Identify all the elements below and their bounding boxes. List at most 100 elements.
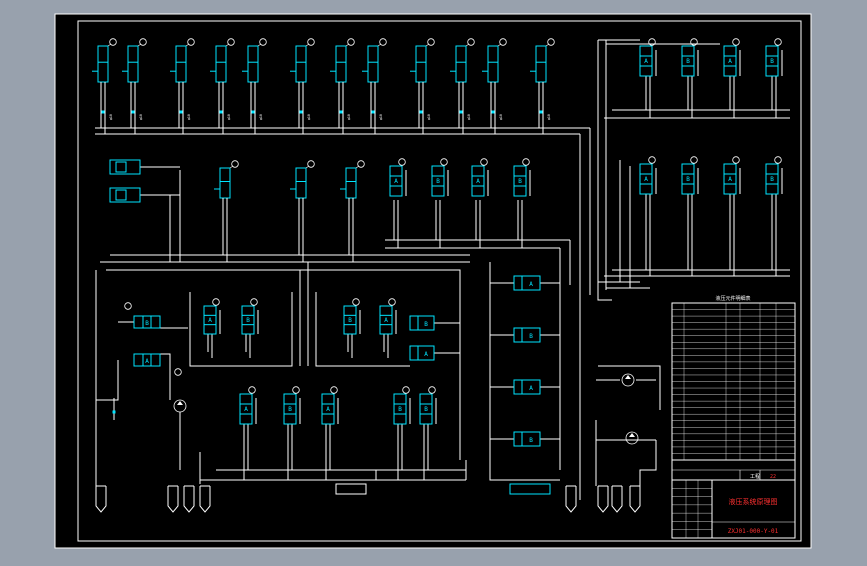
valve-label: A xyxy=(145,358,149,365)
callout-circle xyxy=(259,38,267,46)
tank-outline xyxy=(183,486,195,513)
callout-leader xyxy=(305,43,310,47)
cylinder-body xyxy=(535,45,547,83)
filter-tank xyxy=(597,485,609,513)
valve-body xyxy=(241,305,255,335)
valve-body xyxy=(203,305,217,335)
callout-circle xyxy=(690,156,698,164)
valve-label: B xyxy=(246,317,250,324)
pipe-tag: φ10 xyxy=(109,114,113,120)
hydraulic-cylinder xyxy=(242,38,267,92)
cylinder-body xyxy=(345,167,357,199)
callout-circle xyxy=(774,38,782,46)
valve-label: B xyxy=(424,406,428,413)
tank-outline xyxy=(95,486,107,513)
valve-label: A xyxy=(326,406,330,413)
valve-body xyxy=(723,163,737,195)
pump-arrow xyxy=(629,433,635,437)
valve-label: B xyxy=(770,58,774,65)
valve-label: B xyxy=(529,333,533,340)
tank-outline xyxy=(565,486,577,513)
callout-circle xyxy=(427,38,435,46)
filter xyxy=(112,410,116,414)
hydraulic-cylinder xyxy=(330,38,355,92)
valve-label: B xyxy=(436,178,440,185)
callout-circle xyxy=(231,160,239,168)
sub-frame-left xyxy=(189,292,293,367)
hydraulic-cylinder xyxy=(362,38,387,92)
title-cell: 工程 xyxy=(750,473,760,480)
directional-valve: A xyxy=(239,386,257,425)
fitting xyxy=(491,110,495,114)
valve-label: B xyxy=(288,406,292,413)
fitting xyxy=(251,110,255,114)
pump-symbol xyxy=(621,373,635,387)
scale-cell: 22 xyxy=(770,474,776,480)
valve-body xyxy=(513,275,541,291)
actuator-cylinders xyxy=(92,38,555,208)
valve-body xyxy=(431,165,445,197)
cylinder-body xyxy=(175,45,187,83)
valve-label: A xyxy=(529,281,533,288)
valve-label: A xyxy=(394,178,398,185)
horizontal-valve: A xyxy=(133,353,161,367)
drawing-sheet xyxy=(54,13,812,549)
column-valve: A xyxy=(513,275,541,291)
valve-label: B xyxy=(686,176,690,183)
valve-body xyxy=(639,163,653,195)
valve-label: A xyxy=(208,317,212,324)
filter-tank xyxy=(565,485,577,513)
tank-outline xyxy=(629,486,641,513)
fitting xyxy=(179,110,183,114)
hydraulic-cylinder xyxy=(410,38,435,92)
hydraulic-cylinder xyxy=(290,38,315,92)
callout-circle xyxy=(648,156,656,164)
directional-valve: B xyxy=(393,386,411,425)
column-valve: B xyxy=(513,431,541,447)
fitting xyxy=(459,110,463,114)
valve-label: B xyxy=(145,320,149,327)
valve-label: B xyxy=(518,178,522,185)
hydraulic-cylinder xyxy=(290,160,315,208)
valve-body xyxy=(513,327,541,343)
cylinder-body xyxy=(219,167,231,199)
callout-leader xyxy=(185,43,190,47)
pump-arrow xyxy=(177,401,183,405)
callout-circle xyxy=(690,38,698,46)
callout-circle xyxy=(774,156,782,164)
callout-circle xyxy=(732,38,740,46)
valve-body xyxy=(639,45,653,77)
hydraulic-cylinder xyxy=(170,38,195,92)
cylinder-body xyxy=(247,45,259,83)
hydraulic-cylinder xyxy=(340,160,365,208)
valve-body xyxy=(513,431,541,447)
pump-arrow xyxy=(625,375,631,379)
fitting xyxy=(539,110,543,114)
callout-circle xyxy=(187,38,195,46)
valve-label: A xyxy=(644,176,648,183)
callout-circle xyxy=(547,38,555,46)
valve-label: B xyxy=(770,176,774,183)
callout-circle xyxy=(440,158,448,166)
callout-circle xyxy=(307,38,315,46)
connector xyxy=(160,353,171,400)
valve-body xyxy=(681,163,695,195)
hydraulic-cylinder xyxy=(122,38,147,92)
column-valve: A xyxy=(513,379,541,395)
block-body xyxy=(109,159,141,175)
block-coil xyxy=(115,161,127,173)
valve-body xyxy=(133,315,161,329)
callout-leader xyxy=(107,43,112,47)
cylinder-body xyxy=(127,45,139,83)
directional-valve: B xyxy=(419,386,437,425)
callout-leader xyxy=(225,43,230,47)
hydraulic-cylinder xyxy=(210,38,235,92)
directional-valve: A xyxy=(379,298,397,335)
pipe-tag: φ10 xyxy=(347,114,351,120)
cylinder-body xyxy=(295,167,307,199)
pipe-tag: φ10 xyxy=(427,114,431,120)
filter-tank xyxy=(167,485,179,513)
callout-circle xyxy=(499,38,507,46)
sub-frame-right xyxy=(315,292,410,367)
callout-circle xyxy=(522,158,530,166)
